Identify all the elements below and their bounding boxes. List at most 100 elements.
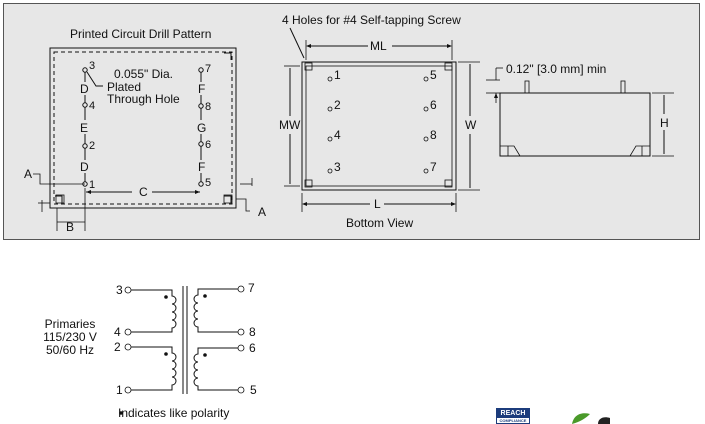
side-view-pin [524, 80, 530, 94]
drill-dim-letter-f: F [198, 160, 205, 174]
secondary-winding-1 [193, 288, 238, 333]
dim-w-label: W [465, 118, 477, 132]
bottom-pin-2 [327, 106, 333, 112]
bottom-pin-label: 8 [430, 128, 437, 142]
side-view-foot [629, 145, 650, 157]
polarity-dot [164, 352, 168, 356]
schematic-pin-4: 4 [114, 325, 121, 339]
polarity-dot [203, 353, 207, 357]
drill-hole-pin-4 [82, 102, 88, 108]
side-view-body [499, 92, 651, 157]
arrow-head [86, 190, 91, 194]
drill-dim-letter-f: F [198, 82, 205, 96]
drill-corner-mark [224, 52, 232, 60]
drill-corner-square [223, 194, 233, 204]
drill-board-outline [49, 47, 237, 209]
arrow-head [447, 44, 452, 48]
bottom-pin-6 [423, 106, 429, 112]
dim-b-label: B [66, 220, 74, 234]
drill-pin-label-3: 3 [89, 60, 95, 72]
side-view-pin [620, 80, 626, 94]
drill-pin-label-2: 2 [89, 140, 95, 152]
schematic-terminal [237, 344, 245, 352]
drill-hole-pin-6 [198, 141, 204, 147]
dim-a-label-left: A [24, 167, 32, 181]
drill-pin-label-4: 4 [89, 100, 95, 112]
drill-pattern-title: Printed Circuit Drill Pattern [70, 27, 211, 41]
bottom-pin-label: 6 [430, 98, 437, 112]
leaf-icon [572, 413, 610, 424]
polarity-note: Indicates like polarity [118, 406, 230, 420]
dim-c-label: C [139, 185, 148, 199]
drill-hole-pin-2 [82, 143, 88, 149]
drill-pin-label-7: 7 [205, 63, 211, 75]
dim-a-leader-right [236, 198, 250, 212]
mechanical-drawing-panel [3, 3, 700, 240]
drill-dim-letter-d: D [80, 160, 89, 174]
drill-dim-letter-e: E [80, 121, 88, 135]
primaries-title: Primaries [44, 317, 96, 331]
arrow-head [451, 202, 456, 206]
arrow-head [195, 190, 200, 194]
arrow-head [306, 44, 311, 48]
drill-pin-label-5: 5 [205, 177, 211, 189]
dim-ml-label: ML [370, 39, 387, 53]
dim-mw-label: MW [279, 118, 301, 132]
arrow-head [494, 93, 498, 98]
mounting-hole-corner [444, 179, 453, 188]
hole-note: 0.055" Dia. Plated Through Hole [107, 67, 180, 106]
bottom-pin-label: 3 [334, 160, 341, 174]
drill-corner-mark [55, 195, 63, 203]
dim-h-label: H [660, 116, 669, 130]
dim-l-label: L [374, 197, 381, 211]
schematic-terminal [237, 328, 245, 336]
bottom-view-caption: Bottom View [346, 216, 413, 230]
hole-note-leader [86, 71, 103, 87]
bottom-pin-8 [423, 136, 429, 142]
schematic-pin-8: 8 [249, 325, 256, 339]
side-view-foot [500, 145, 521, 157]
schematic-terminal [124, 328, 132, 336]
schematic-pin-6: 6 [249, 341, 256, 355]
schematic-terminal [237, 285, 245, 293]
side-view-note: 0.12" [3.0 mm] min [506, 62, 606, 76]
schematic-pin-5: 5 [250, 383, 257, 397]
reach-badge-subtext: COMPLIANCE [497, 418, 529, 423]
bottom-view-inner-outline [305, 65, 453, 187]
schematic-terminal [237, 386, 245, 394]
drill-corner-square [55, 194, 65, 204]
schematic-terminal [124, 286, 132, 294]
arrow-head [302, 202, 307, 206]
primary-winding-1 [131, 289, 177, 333]
polarity-dot [203, 294, 207, 298]
secondary-winding-2 [193, 347, 238, 391]
bottom-pin-label: 1 [334, 68, 341, 82]
mounting-hole-corner [304, 179, 313, 188]
drill-pin-label-8: 8 [205, 101, 211, 113]
primaries-label: Primaries 115/230 V 50/60 Hz [30, 318, 110, 357]
drill-dim-letter-g: G [197, 121, 206, 135]
drill-hole-pin-5 [198, 181, 204, 187]
dim-a-label-right: A [258, 205, 266, 219]
schematic-terminal [124, 343, 132, 351]
drill-dim-letter-d: D [80, 82, 89, 96]
mounting-hole-corner [304, 62, 313, 71]
bottom-view-outline [301, 61, 457, 191]
mounting-hole-corner [444, 62, 453, 71]
reach-compliance-badge: REACH COMPLIANCE [496, 408, 530, 424]
dim-a-leader-left [33, 173, 85, 185]
schematic-pin-2: 2 [114, 340, 121, 354]
schematic-pin-1: 1 [116, 383, 123, 397]
holes-note: 4 Holes for #4 Self-tapping Screw [282, 13, 461, 27]
drill-hole-pin-7 [198, 67, 204, 73]
bottom-pin-label: 4 [334, 128, 341, 142]
primary-winding-2 [131, 346, 177, 391]
schematic-pin-7: 7 [248, 281, 255, 295]
drill-hole-pin-8 [198, 103, 204, 109]
drill-board-inner-dashed [53, 51, 233, 205]
eco-leaf-logo [568, 408, 618, 424]
polarity-dot-legend [119, 411, 123, 415]
polarity-dot [164, 295, 168, 299]
bottom-pin-5 [423, 76, 429, 82]
